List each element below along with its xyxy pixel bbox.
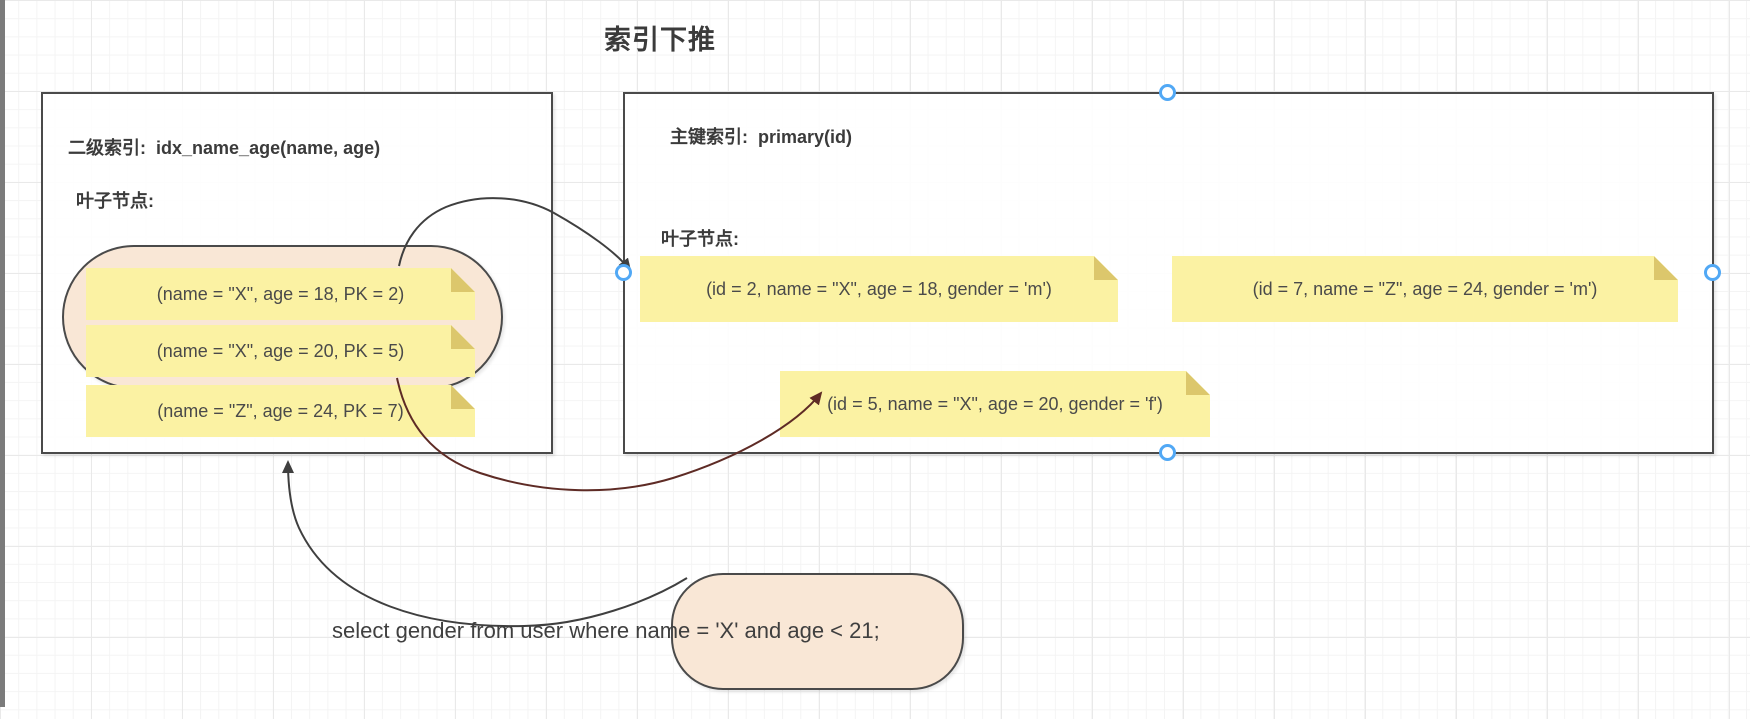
connection-handle-left[interactable]: [615, 264, 632, 281]
note-text: (id = 5, name = "X", age = 20, gender = …: [827, 394, 1163, 414]
page-title[interactable]: 索引下推: [604, 25, 716, 55]
secondary-leaf-label[interactable]: 叶子节点:: [76, 191, 154, 211]
connection-handle-right[interactable]: [1704, 264, 1721, 281]
sticky-note-primary-id2[interactable]: (id = 2, name = "X", age = 18, gender = …: [640, 256, 1118, 322]
primary-index-label[interactable]: 主键索引: primary(id): [670, 123, 852, 149]
sticky-note-primary-id7[interactable]: (id = 7, name = "Z", age = 24, gender = …: [1172, 256, 1678, 322]
sticky-note-primary-id5[interactable]: (id = 5, name = "X", age = 20, gender = …: [780, 371, 1210, 437]
sticky-note-secondary-1[interactable]: (name = "X", age = 18, PK = 2): [86, 268, 475, 320]
primary-index-name: primary(id): [758, 127, 853, 147]
connection-handle-top[interactable]: [1159, 84, 1176, 101]
sticky-note-secondary-3[interactable]: (name = "Z", age = 24, PK = 7): [86, 385, 475, 437]
note-text: (name = "X", age = 18, PK = 2): [156, 284, 405, 304]
connection-handle-bottom[interactable]: [1159, 444, 1176, 461]
query-text[interactable]: select gender from user where name = 'X'…: [332, 618, 880, 643]
arrow-note2-to-primary-id5[interactable]: [396, 377, 823, 492]
secondary-index-name: idx_name_age(name, age): [156, 138, 381, 158]
secondary-index-label-zh: 二级索引:: [68, 138, 146, 158]
primary-index-label-zh: 主键索引:: [670, 127, 748, 147]
secondary-index-label[interactable]: 二级索引: idx_name_age(name, age): [68, 134, 380, 160]
arrow-query-to-secondary-index[interactable]: [282, 460, 688, 628]
arrow-note1-to-primary-id2[interactable]: [398, 197, 632, 272]
note-text: (name = "X", age = 20, PK = 5): [156, 341, 405, 361]
note-text: (name = "Z", age = 24, PK = 7): [157, 401, 404, 421]
query-capsule[interactable]: [671, 573, 964, 690]
note-text: (id = 2, name = "X", age = 18, gender = …: [706, 279, 1052, 299]
vertical-scrollbar[interactable]: [0, 0, 5, 707]
sticky-note-secondary-2[interactable]: (name = "X", age = 20, PK = 5): [86, 325, 475, 377]
note-text: (id = 7, name = "Z", age = 24, gender = …: [1252, 279, 1598, 299]
primary-leaf-label[interactable]: 叶子节点:: [661, 229, 739, 249]
